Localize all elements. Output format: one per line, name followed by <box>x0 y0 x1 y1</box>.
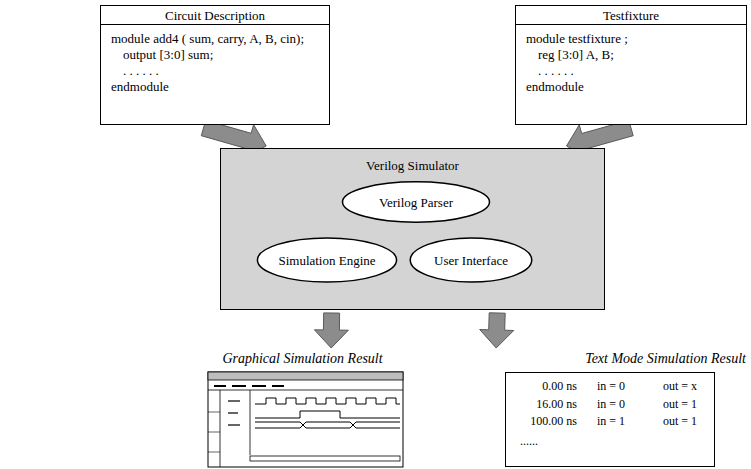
toolbar <box>214 385 284 387</box>
input-cell: in = 0 <box>597 379 625 394</box>
code-ellipsis: . . . . . . <box>538 63 574 78</box>
code-line: endmodule <box>526 79 584 94</box>
graphical-result: Graphical Simulation Result <box>200 350 405 468</box>
title-bar <box>208 372 403 380</box>
time-cell: 16.00 ns <box>505 397 577 412</box>
code-line: reg [3:0] A, B; <box>538 47 614 62</box>
ellipse-label: Simulation Engine <box>256 237 398 283</box>
block-arrow <box>480 313 514 348</box>
simulator-box: Verilog SimulatorVerilog ParserSimulatio… <box>220 148 605 310</box>
pulse-wave <box>255 411 400 418</box>
result-heading: Graphical Simulation Result <box>200 350 405 367</box>
code-ellipsis: . . . . . . <box>123 63 159 78</box>
text-result: Text Mode Simulation Result 0.00 ns in = 0… <box>480 350 750 468</box>
table-ellipsis: ...... <box>520 434 538 449</box>
result-heading: Text Mode Simulation Result <box>585 350 746 367</box>
time-cell: 100.00 ns <box>505 414 577 429</box>
output-cell: out = 1 <box>663 414 697 429</box>
ellipse-label: User Interface <box>409 237 533 283</box>
code-line: output [3:0] sum; <box>123 47 213 62</box>
scroll-bar <box>250 456 400 461</box>
source-box: Circuit Description module add4 ( sum, ca… <box>100 5 330 125</box>
output-cell: out = x <box>663 379 697 394</box>
testfixture-box: Testfixture module testfixture ;reg [3:0]… <box>515 5 747 125</box>
header-rule <box>101 24 329 25</box>
simulator-title: Verilog Simulator <box>221 158 604 173</box>
output-cell: out = 1 <box>663 397 697 412</box>
code-line: endmodule <box>111 79 169 94</box>
input-cell: in = 1 <box>597 414 625 429</box>
window-frame <box>208 372 403 467</box>
box-heading: Testfixture <box>516 8 746 23</box>
box-heading: Circuit Description <box>101 8 329 23</box>
clock-wave <box>255 398 400 404</box>
time-cell: 0.00 ns <box>505 379 577 394</box>
ellipse-label: Verilog Parser <box>341 181 491 223</box>
parser-ellipse: Verilog Parser <box>341 181 491 223</box>
ui-ellipse: User Interface <box>409 237 533 283</box>
code-line: module testfixture ; <box>526 31 628 46</box>
code-line: module add4 ( sum, carry, A, B, cin); <box>111 31 304 46</box>
bus-wave <box>255 422 400 428</box>
row-lines <box>208 412 220 452</box>
input-cell: in = 0 <box>597 397 625 412</box>
engine-ellipse: Simulation Engine <box>256 237 398 283</box>
block-arrow <box>314 313 348 348</box>
signal-names <box>228 401 240 425</box>
header-rule <box>516 24 746 25</box>
